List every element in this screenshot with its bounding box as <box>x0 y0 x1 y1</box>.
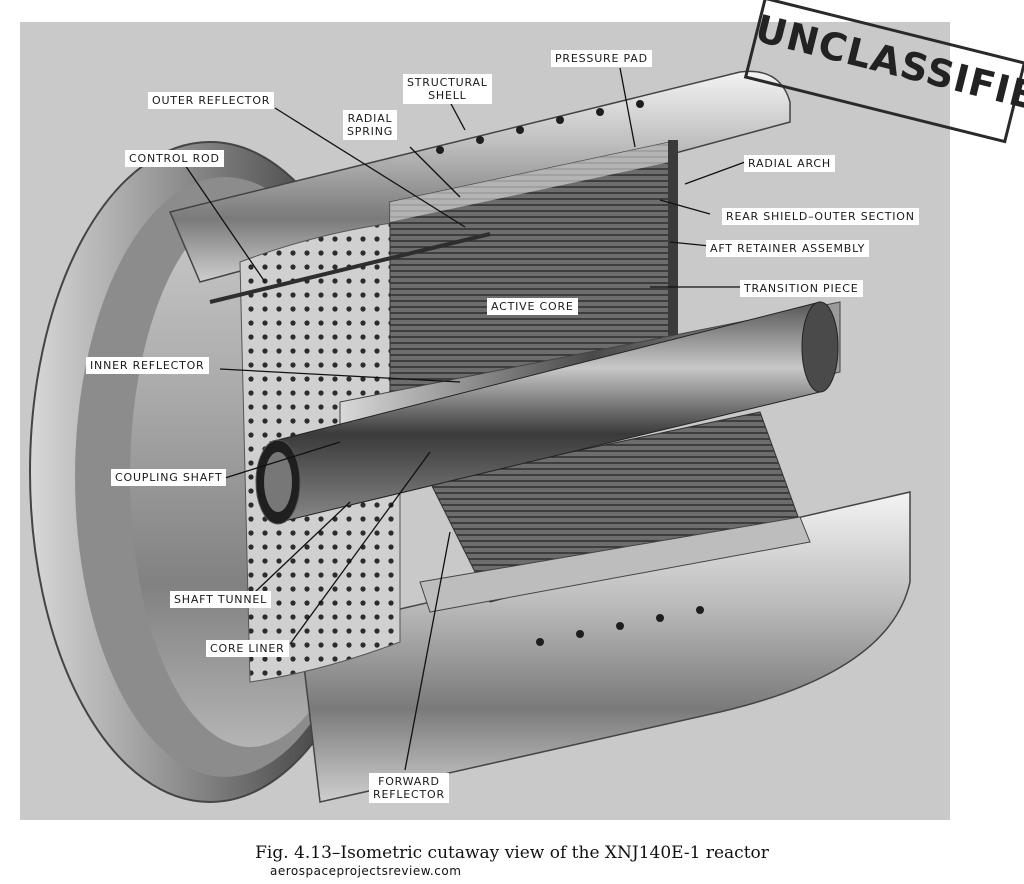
label-inner-reflector: INNER REFLECTOR <box>86 357 209 374</box>
label-radial-arch: RADIAL ARCH <box>744 155 835 172</box>
label-aft-retainer-assembly: AFT RETAINER ASSEMBLY <box>706 240 870 257</box>
label-active-core: ACTIVE CORE <box>487 298 578 315</box>
label-outer-reflector: OUTER REFLECTOR <box>148 92 275 109</box>
label-transition-piece: TRANSITION PIECE <box>740 280 863 297</box>
label-structural-shell: STRUCTURAL SHELL <box>403 74 492 104</box>
label-forward-reflector: FORWARD REFLECTOR <box>369 773 449 803</box>
label-control-rod: CONTROL ROD <box>125 150 224 167</box>
label-pressure-pad: PRESSURE PAD <box>551 50 652 67</box>
label-radial-spring: RADIAL SPRING <box>343 110 398 140</box>
label-coupling-shaft: COUPLING SHAFT <box>111 469 227 486</box>
label-shaft-tunnel: SHAFT TUNNEL <box>170 591 272 608</box>
label-rear-shield-outer-section: REAR SHIELD–OUTER SECTION <box>722 208 919 225</box>
label-core-liner: CORE LINER <box>206 640 289 657</box>
figure-caption: Fig. 4.13–Isometric cutaway view of the … <box>255 843 769 863</box>
source-credit: aerospaceprojectsreview.com <box>270 864 462 878</box>
reactor-cutaway-illustration <box>20 22 950 820</box>
